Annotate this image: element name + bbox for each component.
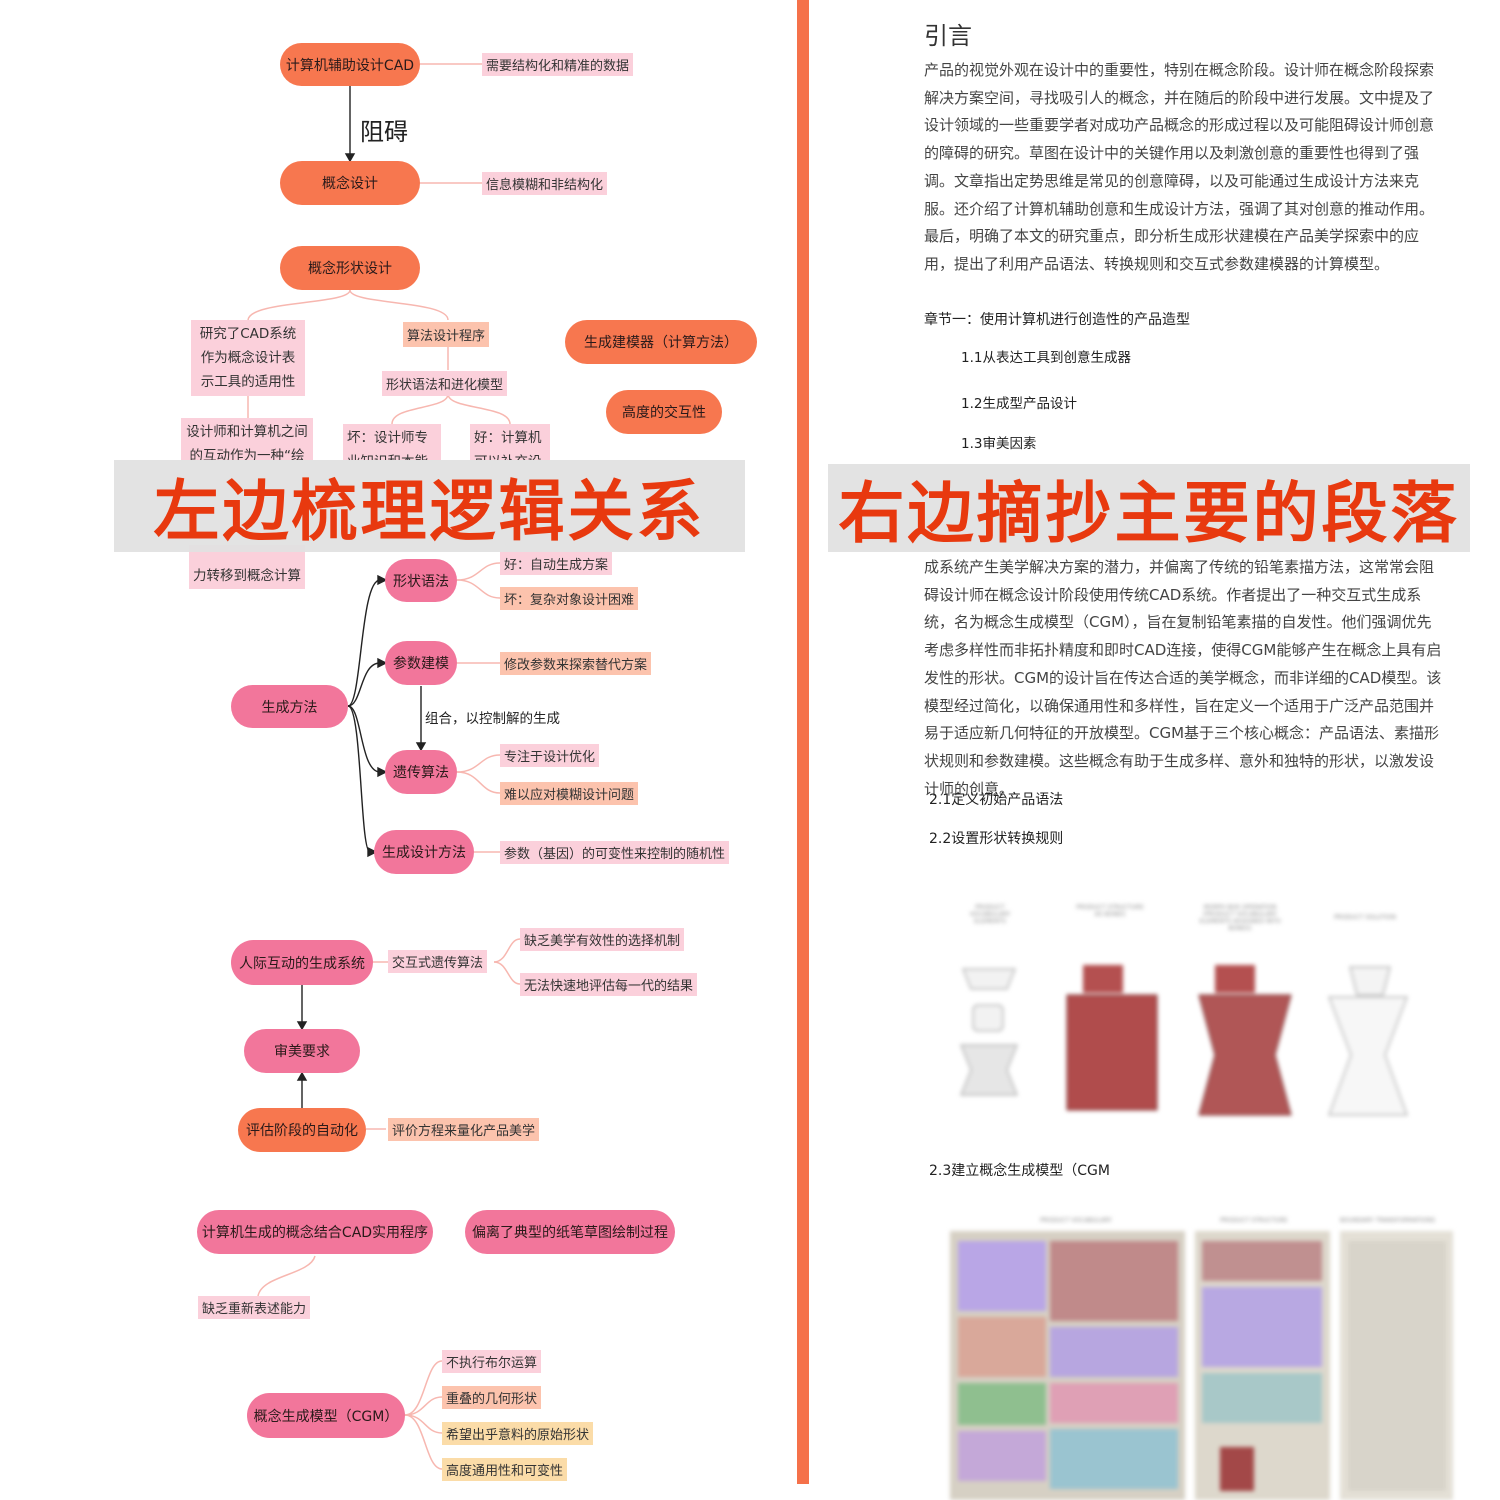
center-divider — [797, 0, 809, 1484]
note-auto-eval: 评价方程来量化产品美学 — [388, 1118, 540, 1141]
note-gen-design: 参数（基因）的可变性来控制的随机性 — [500, 841, 730, 864]
note-genetic-a: 专注于设计优化 — [500, 744, 600, 767]
section-2-1: 2.1定义初始产品语法 — [929, 792, 1064, 808]
box-bad-expert: 坏：设计师专业知识和本能 — [343, 424, 441, 460]
node-algo-design: 算法设计程序 — [403, 322, 490, 347]
node-concept-shape: 概念形状设计 — [280, 246, 420, 290]
fig2-label-3: BOUNDARY TRANSFORMATIONS — [1340, 1217, 1436, 1224]
node-concept-design: 概念设计 — [280, 161, 420, 205]
intro-paragraph: 产品的视觉外观在设计中的重要性，特别在概念阶段。设计师在概念阶段探索解决方案空间… — [924, 61, 1435, 273]
note-cgm-d: 高度通用性和可变性 — [442, 1458, 568, 1481]
section-2-2: 2.2设置形状转换规则 — [929, 831, 1064, 847]
figure-bottle-transformation: PRODUCT VOCABULARY ELEMENTS PRODUCT STRU… — [945, 900, 1445, 1120]
box-good-computer: 好：计算机可以补充设 — [470, 424, 550, 460]
node-cad: 计算机辅助设计CAD — [280, 43, 420, 86]
node-cgm: 概念生成模型（CGM） — [247, 1393, 405, 1438]
fig-label-3: MORPH BOX OPERATION (PRODUCT VOCABULARY … — [1199, 904, 1281, 932]
banner-left: 左边梳理逻辑关系 — [114, 460, 745, 552]
section-1-2: 1.2生成型产品设计 — [961, 396, 1077, 412]
doc-title: 引言 — [924, 22, 972, 50]
box-transfer: 力转移到概念计算机工具上 — [189, 545, 305, 589]
node-gen-modeler: 生成建模器（计算方法） — [565, 320, 757, 364]
node-genetic: 遗传算法 — [385, 750, 457, 794]
note-cgm-c: 希望出乎意料的原始形状 — [442, 1422, 594, 1445]
note-iga-a: 缺乏美学有效性的选择机制 — [520, 928, 685, 951]
node-auto-eval: 评估阶段的自动化 — [238, 1108, 366, 1152]
note-no-reformulation: 缺乏重新表述能力 — [198, 1296, 311, 1319]
node-human-system: 人际互动的生成系统 — [231, 940, 373, 985]
fig-label-1: PRODUCT VOCABULARY ELEMENTS — [969, 904, 1011, 925]
fig2-label-1: PRODUCT VOCABULARY — [1040, 1217, 1112, 1224]
node-computer-concept: 计算机生成的概念结合CAD实用程序 — [197, 1210, 433, 1254]
note-param: 修改参数来探索替代方案 — [500, 652, 652, 675]
box-interaction: 设计师和计算机之间的互动作为一种“绘 — [181, 418, 313, 460]
section-2-3: 2.3建立概念生成模型（CGM — [929, 1163, 1110, 1179]
note-genetic-b: 难以应对模糊设计问题 — [500, 782, 639, 805]
cgm-diagram-blocks — [950, 1231, 1453, 1500]
note-cad: 需要结构化和精准的数据 — [482, 53, 634, 76]
section-1-3: 1.3审美因素 — [961, 436, 1037, 452]
node-shape-grammar: 形状语法 — [385, 559, 457, 602]
paragraph-2-clip: 成系统产生美学解决方案的潜力，并偏离了传统的铅笔素描方法，这常常会阻碍设计师在概… — [924, 554, 1446, 802]
fig2-label-2: PRODUCT STRUCTURE — [1220, 1217, 1288, 1224]
note-cgm-b: 重叠的几何形状 — [442, 1386, 542, 1409]
chapter-1-heading: 章节一：使用计算机进行创造性的产品造型 — [924, 312, 1190, 328]
note-iga-b: 无法快速地评估每一代的结果 — [520, 973, 698, 996]
label-combine: 组合，以控制解的生成 — [425, 711, 560, 727]
note-grammar-bad: 坏：复杂对象设计困难 — [500, 587, 639, 610]
node-deviate-sketch: 偏离了典型的纸笔草图绘制过程 — [465, 1210, 675, 1254]
node-evolution: 形状语法和进化模型 — [382, 371, 508, 396]
note-cgm-a: 不执行布尔运算 — [442, 1350, 542, 1373]
node-gen-design: 生成设计方法 — [374, 830, 474, 874]
bottle-drawings — [960, 965, 1408, 1116]
cgm-paragraph: 成系统产生美学解决方案的潜力，并偏离了传统的铅笔素描方法，这常常会阻碍设计师在概… — [924, 558, 1442, 798]
note-concept-design: 信息模糊和非结构化 — [482, 172, 608, 195]
figure-cgm-diagram: PRODUCT VOCABULARY PRODUCT STRUCTURE BOU… — [950, 1215, 1453, 1500]
label-obstacle: 阻碍 — [360, 118, 408, 146]
fig-label-4: PRODUCT SOLUTION — [1334, 914, 1396, 921]
fig-label-2: PRODUCT STRUCTURE AS BONES — [1076, 904, 1144, 918]
node-high-interaction: 高度的交互性 — [606, 390, 722, 434]
section-1-1: 1.1从表达工具到创意生成器 — [961, 350, 1131, 366]
node-param-modeling: 参数建模 — [385, 641, 457, 685]
banner-right: 右边摘抄主要的段落 — [828, 464, 1470, 552]
node-iga: 交互式遗传算法 — [388, 950, 488, 973]
note-grammar-good: 好：自动生成方案 — [500, 552, 613, 575]
node-gen-methods: 生成方法 — [231, 685, 348, 728]
box-research-cad: 研究了CAD系统作为概念设计表示工具的适用性 — [191, 320, 305, 396]
mindmap-connectors — [247, 63, 521, 1470]
node-aesthetic-req: 审美要求 — [244, 1029, 360, 1073]
